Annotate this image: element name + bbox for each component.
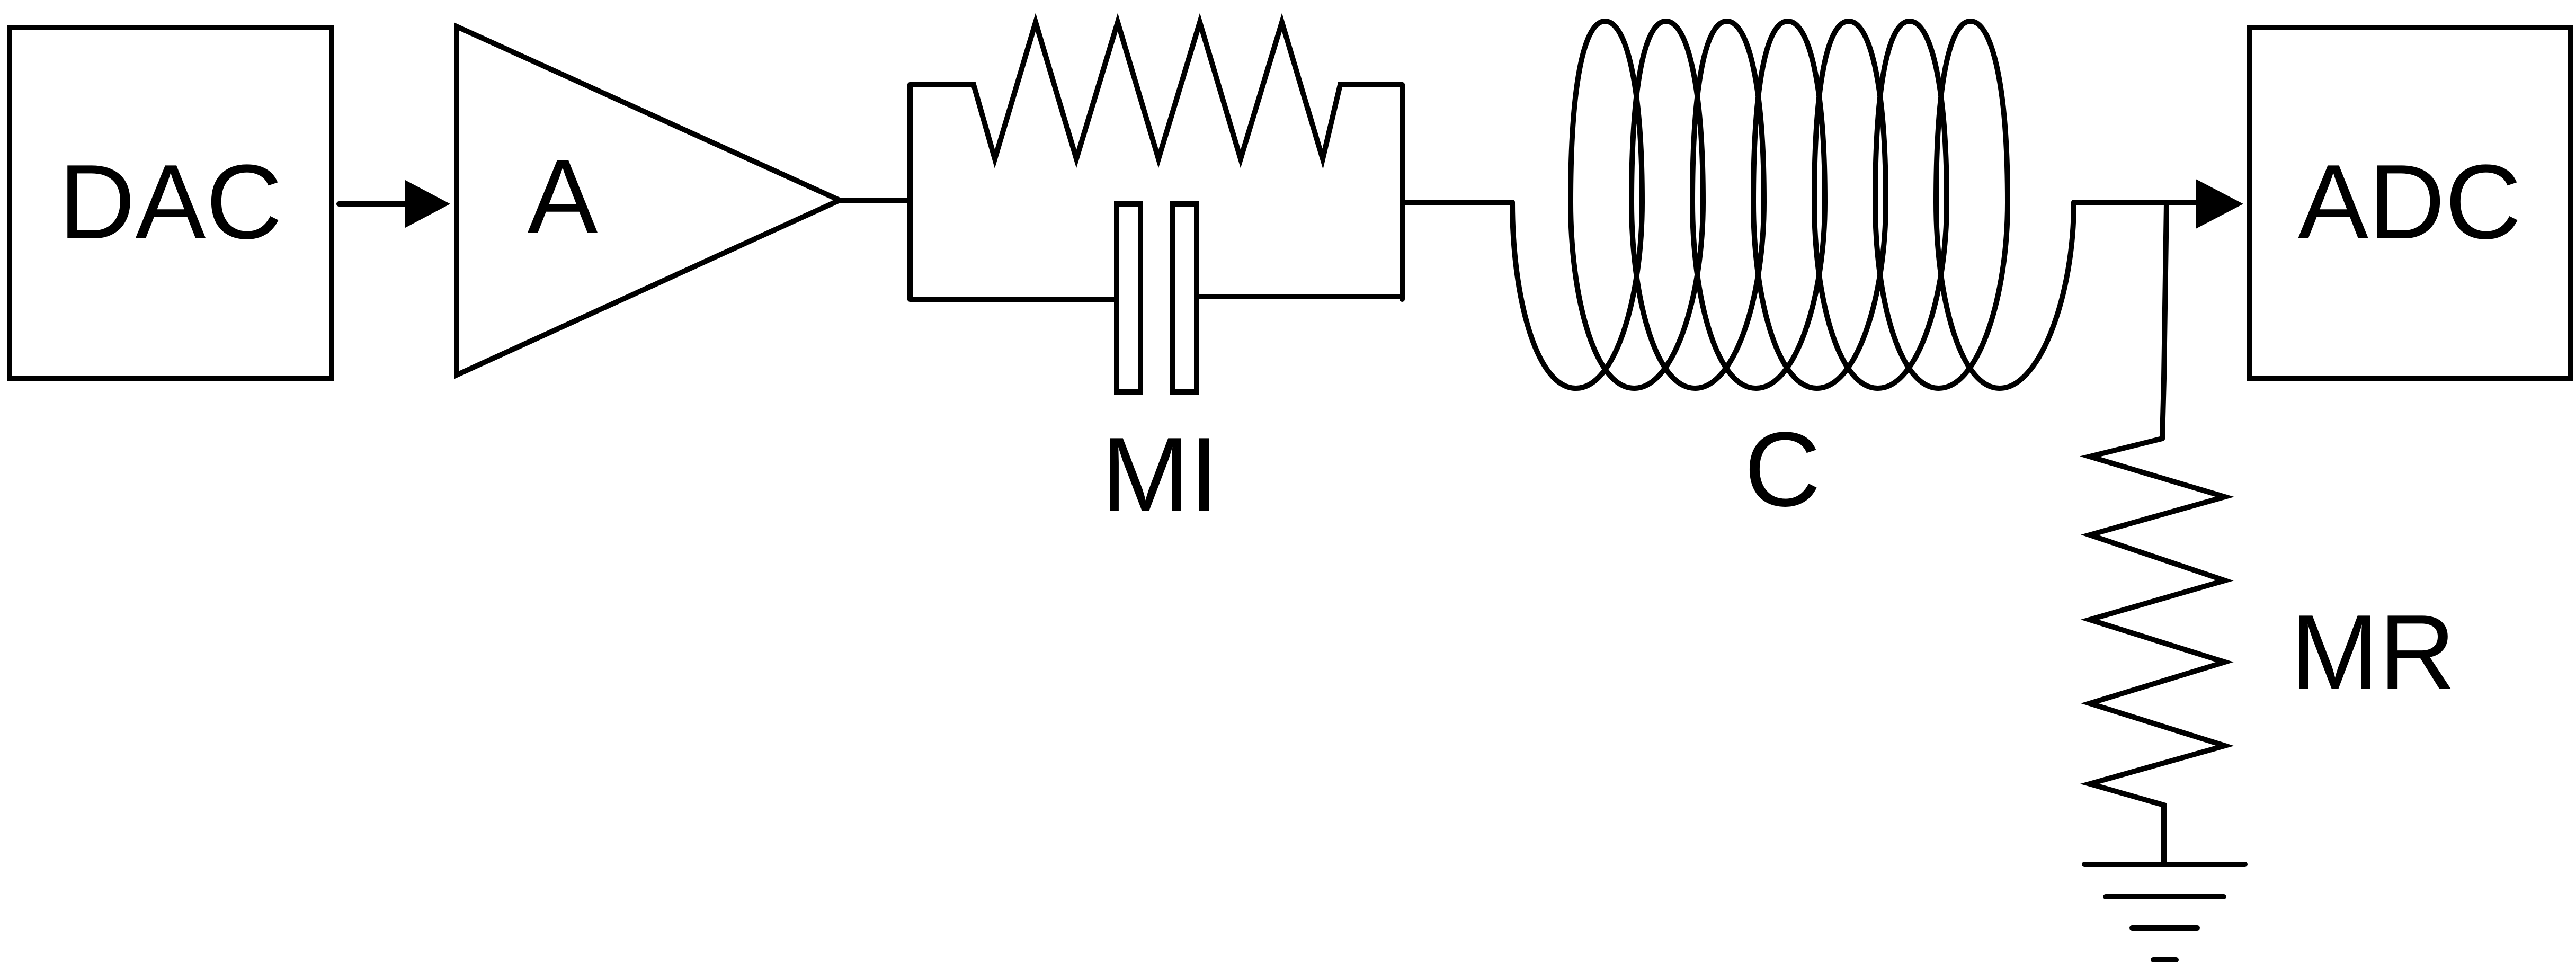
mr-branch: MR (2080, 200, 2456, 867)
capacitor-plate-left (1114, 201, 1143, 395)
mr-drop-wire (2160, 200, 2169, 441)
coil-to-adc-arrow (2071, 179, 2243, 229)
capacitor-plate-right (1170, 201, 1199, 395)
mi-label: MI (1101, 416, 1219, 534)
adc-label: ADC (2298, 143, 2521, 261)
dac-label: DAC (59, 143, 282, 261)
dac-block: DAC (7, 25, 334, 381)
dac-to-amp-arrow (336, 180, 450, 228)
resistor-icon (2080, 436, 2234, 867)
amplifier-label: A (527, 138, 598, 256)
adc-block: ADC (2247, 25, 2573, 381)
ground-icon (2082, 862, 2248, 962)
coil-icon (1510, 18, 2076, 391)
resistor-icon (907, 13, 1405, 169)
amplifier-triangle-icon (454, 22, 846, 379)
adc-box-icon (2247, 25, 2573, 381)
arrow-head-icon (2196, 179, 2243, 229)
arrow-head-icon (405, 180, 450, 228)
coil: C (1510, 18, 2076, 529)
dac-box-icon (7, 25, 334, 381)
rc-network: MI (907, 13, 1405, 534)
coil-label: C (1744, 410, 1821, 529)
mr-label: MR (2290, 593, 2455, 711)
amplifier: A (454, 22, 846, 379)
